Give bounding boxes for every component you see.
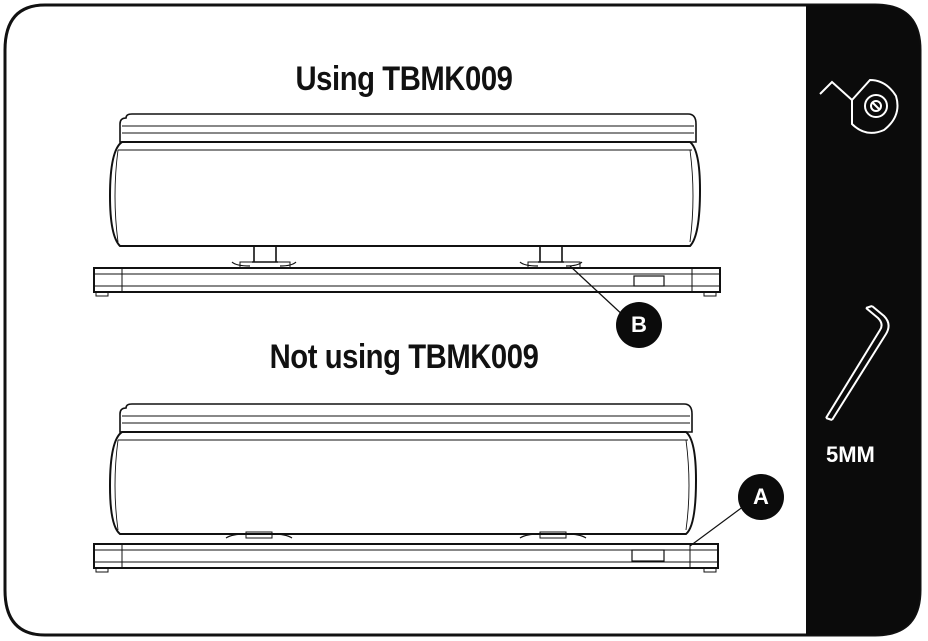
heading-using-kit: Using TBMK009 (295, 60, 513, 98)
heater-with-bracket-kit (93, 113, 721, 319)
tool-sidebar (806, 5, 920, 635)
tape-measure-icon (819, 78, 899, 134)
heading-not-using-kit: Not using TBMK009 (269, 338, 539, 376)
hex-key-icon (825, 305, 890, 421)
heater-without-bracket-kit (93, 403, 745, 573)
hex-key-size-label: 5MM (826, 442, 875, 467)
callout-b: B (616, 302, 662, 348)
callout-a: A (738, 474, 784, 520)
